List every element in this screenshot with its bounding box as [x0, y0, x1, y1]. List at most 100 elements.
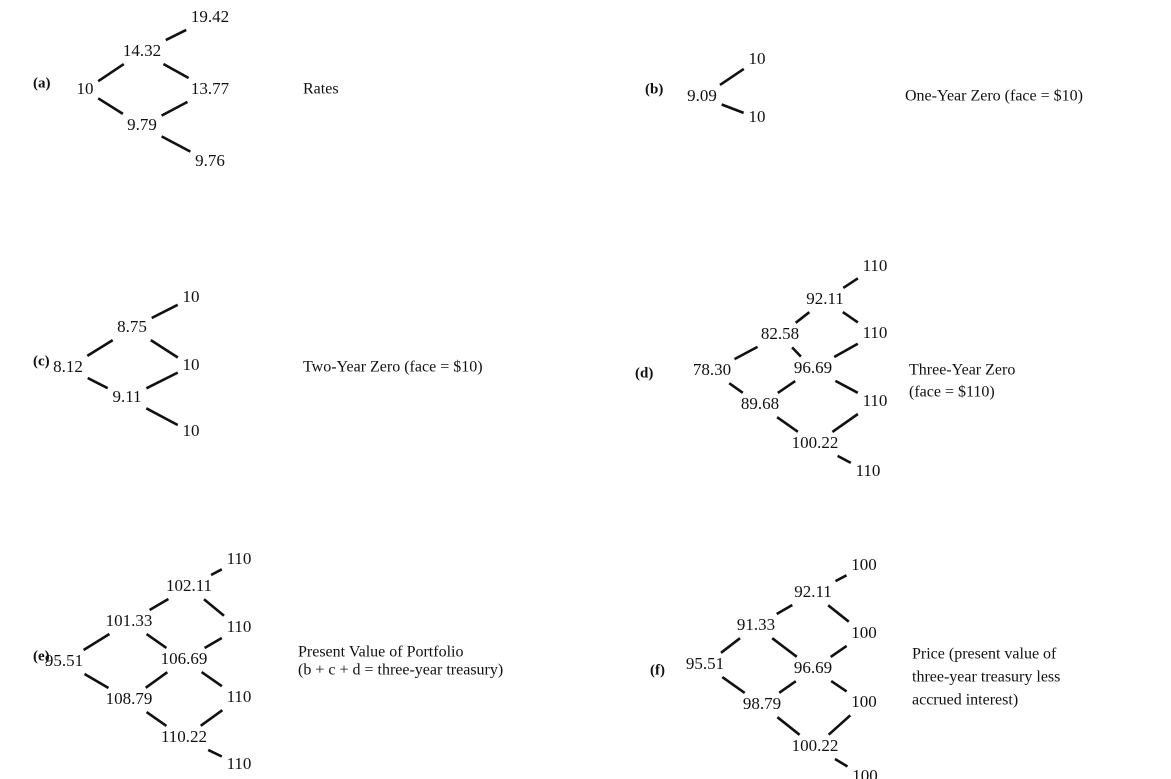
tree-edge-e	[144, 671, 169, 689]
tree-edge-c	[145, 407, 179, 427]
tree-edge-f	[776, 603, 793, 616]
node-value-d: 89.68	[741, 394, 779, 413]
node-value-f: 96.69	[794, 658, 832, 677]
node-value-a: 10	[77, 79, 94, 98]
node-value-d: 82.58	[761, 324, 799, 343]
tree-labels: (a)Rates109.7914.329.7613.7719.42(b)One-…	[33, 7, 1083, 779]
tree-edge-f	[829, 644, 848, 658]
tree-edge-a	[97, 63, 125, 83]
tree-edge-f	[834, 757, 849, 768]
tree-edge-a	[160, 135, 192, 153]
node-value-f: 98.79	[743, 694, 781, 713]
panel-caption-f: Price (present value of	[912, 646, 1057, 663]
tree-edge-e	[82, 632, 111, 652]
tree-edge-d	[776, 416, 799, 433]
panel-caption-b: One-Year Zero (face = $10)	[905, 88, 1083, 105]
tree-edge-a	[162, 62, 190, 80]
panel-caption-d: (face = $110)	[909, 384, 995, 401]
tree-edge-f	[778, 680, 797, 694]
node-value-c: 8.75	[117, 317, 147, 336]
node-value-f: 100	[851, 555, 877, 574]
node-value-f: 91.33	[737, 615, 775, 634]
tree-edge-e	[145, 711, 168, 727]
tree-edge-a	[97, 97, 124, 115]
node-value-e: 101.33	[106, 611, 153, 630]
node-value-d: 110	[863, 256, 888, 275]
tree-edge-d	[831, 412, 859, 433]
tree-edge-e	[145, 633, 168, 649]
node-value-e: 110.22	[161, 727, 207, 746]
tree-edge-c	[150, 339, 179, 359]
node-value-d: 100.22	[792, 433, 839, 452]
node-value-f: 100	[851, 692, 877, 711]
panel-caption-f: three-year treasury less	[912, 669, 1060, 686]
node-value-f: 100	[851, 623, 877, 642]
node-value-e: 106.69	[161, 649, 208, 668]
tree-edge-d	[833, 342, 859, 359]
panel-caption-c: Two-Year Zero (face = $10)	[303, 359, 483, 376]
tree-edge-c	[145, 371, 179, 390]
node-value-a: 9.79	[127, 115, 157, 134]
tree-edge-d	[733, 345, 759, 361]
tree-edge-a	[160, 100, 189, 117]
tree-edge-d	[794, 311, 811, 324]
panel-label-c: (c)	[33, 353, 50, 369]
tree-edge-d	[836, 454, 852, 465]
node-value-c: 10	[183, 355, 200, 374]
tree-edge-c	[86, 338, 114, 358]
node-value-f: 100	[852, 766, 878, 779]
tree-edge-f	[834, 574, 848, 583]
node-value-d: 96.69	[794, 358, 832, 377]
node-value-f: 92.11	[794, 582, 832, 601]
tree-edge-d	[842, 311, 859, 324]
node-value-a: 19.42	[191, 7, 229, 26]
tree-edges	[82, 28, 859, 768]
panel-label-f: (f)	[650, 662, 665, 678]
tree-edge-f	[720, 637, 741, 654]
tree-edge-e	[203, 636, 223, 650]
panel-caption-a: Rates	[303, 81, 339, 98]
tree-edge-d	[842, 277, 859, 289]
node-value-a: 13.77	[191, 79, 230, 98]
tree-edge-d	[834, 379, 859, 394]
panel-label-d: (d)	[635, 365, 653, 381]
tree-edge-e	[148, 597, 170, 612]
node-value-d: 92.11	[806, 289, 844, 308]
tree-edge-f	[827, 604, 850, 623]
node-value-e: 110	[227, 617, 252, 636]
tree-edge-d	[791, 346, 802, 358]
tree-edge-e	[203, 598, 225, 617]
panel-caption-e: Present Value of Portfolio	[298, 644, 463, 661]
tree-edge-b	[719, 67, 745, 86]
node-value-c: 10	[183, 421, 200, 440]
panel-label-b: (b)	[645, 81, 663, 97]
tree-edge-f	[827, 714, 852, 736]
panel-label-a: (a)	[33, 75, 51, 91]
tree-edge-f	[830, 680, 848, 693]
node-value-e: 102.11	[166, 576, 212, 595]
node-value-d: 110	[863, 323, 888, 342]
tree-edge-b	[721, 103, 745, 115]
tree-edge-f	[721, 676, 746, 694]
tree-edge-c	[151, 303, 179, 320]
node-value-b: 10	[749, 49, 766, 68]
node-value-c: 10	[183, 287, 200, 306]
node-value-f: 100.22	[792, 736, 839, 755]
tree-edge-f	[776, 716, 801, 736]
tree-edge-f	[771, 637, 798, 658]
node-value-e: 110	[227, 549, 252, 568]
tree-edge-d	[728, 382, 744, 394]
node-value-e: 95.51	[45, 651, 83, 670]
tree-edge-e	[200, 671, 223, 688]
node-value-e: 110	[227, 754, 252, 773]
node-value-d: 78.30	[693, 360, 731, 379]
tree-edge-a	[165, 28, 187, 42]
tree-edge-e	[199, 709, 224, 727]
node-value-f: 95.51	[686, 654, 724, 673]
node-value-c: 8.12	[53, 357, 83, 376]
node-value-a: 14.32	[123, 41, 161, 60]
node-value-d: 110	[863, 391, 888, 410]
panel-caption-f: accrued interest)	[912, 692, 1018, 709]
node-value-e: 110	[227, 687, 252, 706]
